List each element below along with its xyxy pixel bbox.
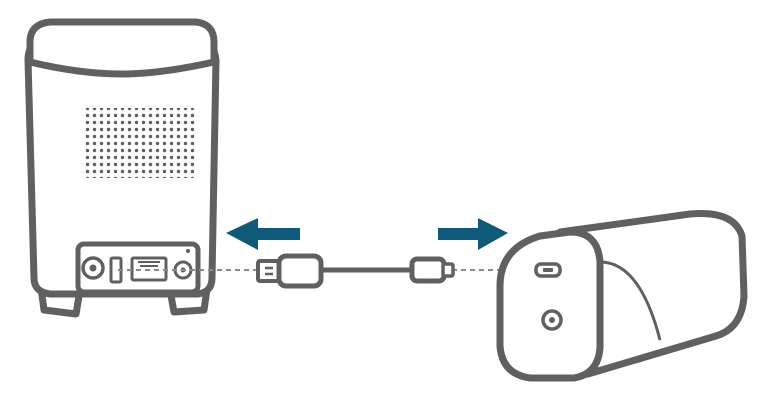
rear-port-panel (75, 241, 201, 295)
camera-face (496, 228, 604, 382)
speaker-grille-icon (82, 108, 196, 178)
usb-a-plug-body-icon (276, 253, 324, 289)
usb-a-plug-mark-icon (265, 266, 273, 276)
home-base-cap (26, 18, 218, 78)
dc-power-port-inner-icon (89, 264, 97, 272)
micro-usb-plug-tip-icon (441, 262, 455, 278)
usb-cable-icon (256, 253, 455, 289)
micro-usb-plug-body-icon (409, 256, 447, 284)
micro-usb-port-icon (534, 262, 562, 278)
led-indicator-icon (186, 249, 190, 253)
camera-sync-button-icon (541, 309, 563, 331)
dc-power-port-icon (81, 256, 105, 280)
ethernet-port-contacts-icon (138, 261, 160, 267)
camera-ports (534, 262, 563, 331)
camera-icon (496, 209, 748, 382)
camera-sync-button-inner-icon (549, 317, 555, 323)
arrow-right-icon (438, 218, 508, 250)
arrow-left-icon (226, 218, 300, 250)
camera-seam (599, 260, 662, 341)
micro-usb-port-slot-icon (543, 268, 553, 272)
